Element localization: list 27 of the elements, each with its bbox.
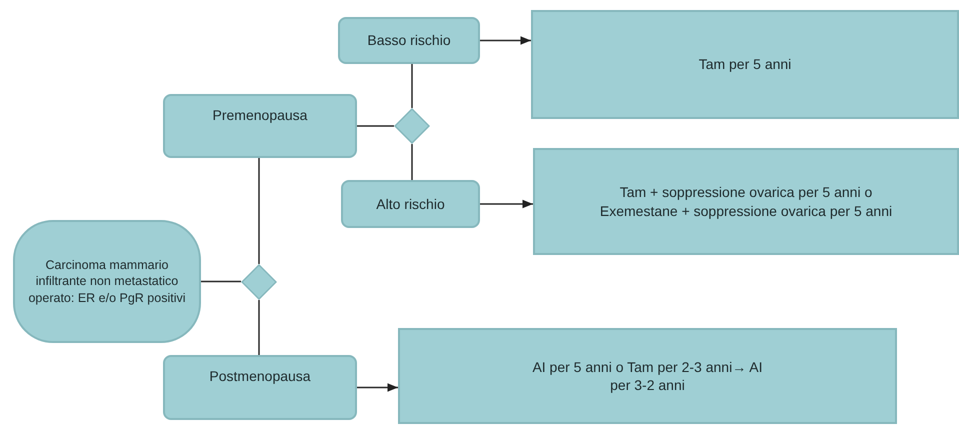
decision-diamond <box>394 108 430 144</box>
process-box <box>341 180 480 228</box>
process-box <box>163 355 357 420</box>
box-text: Tam per 5 anni <box>698 55 792 74</box>
connector-line <box>258 300 260 355</box>
connector-line <box>357 125 394 127</box>
box-text: Basso rischio <box>367 31 451 50</box>
connector-line <box>411 64 413 108</box>
box-text: Premenopausa <box>212 106 308 124</box>
arrow <box>480 36 531 45</box>
arrow <box>357 383 398 392</box>
box-text: Carcinoma mammario infiltrante non metastatico operato: ER e/o PgR positivi <box>27 257 187 306</box>
process-box <box>533 148 959 255</box>
connector-line <box>201 280 241 282</box>
process-box <box>163 94 357 158</box>
connector-line <box>411 144 413 180</box>
process-box <box>398 328 897 424</box>
process-box <box>338 17 480 64</box>
decision-diamond <box>241 264 277 300</box>
box-text: Tam + soppressione ovarica per 5 anni o Exemestane + soppressione ovarica per 5 anni <box>598 183 894 220</box>
arrow <box>480 200 533 208</box>
process-box <box>13 220 201 343</box>
connector-line <box>258 158 260 264</box>
box-text: Alto rischio <box>376 194 445 214</box>
process-box <box>531 10 959 119</box>
box-text: AI per 5 anni o Tam per 2-3 anni→ AI per 3-2 anni <box>531 358 764 394</box>
box-text: Postmenopausa <box>209 367 311 386</box>
